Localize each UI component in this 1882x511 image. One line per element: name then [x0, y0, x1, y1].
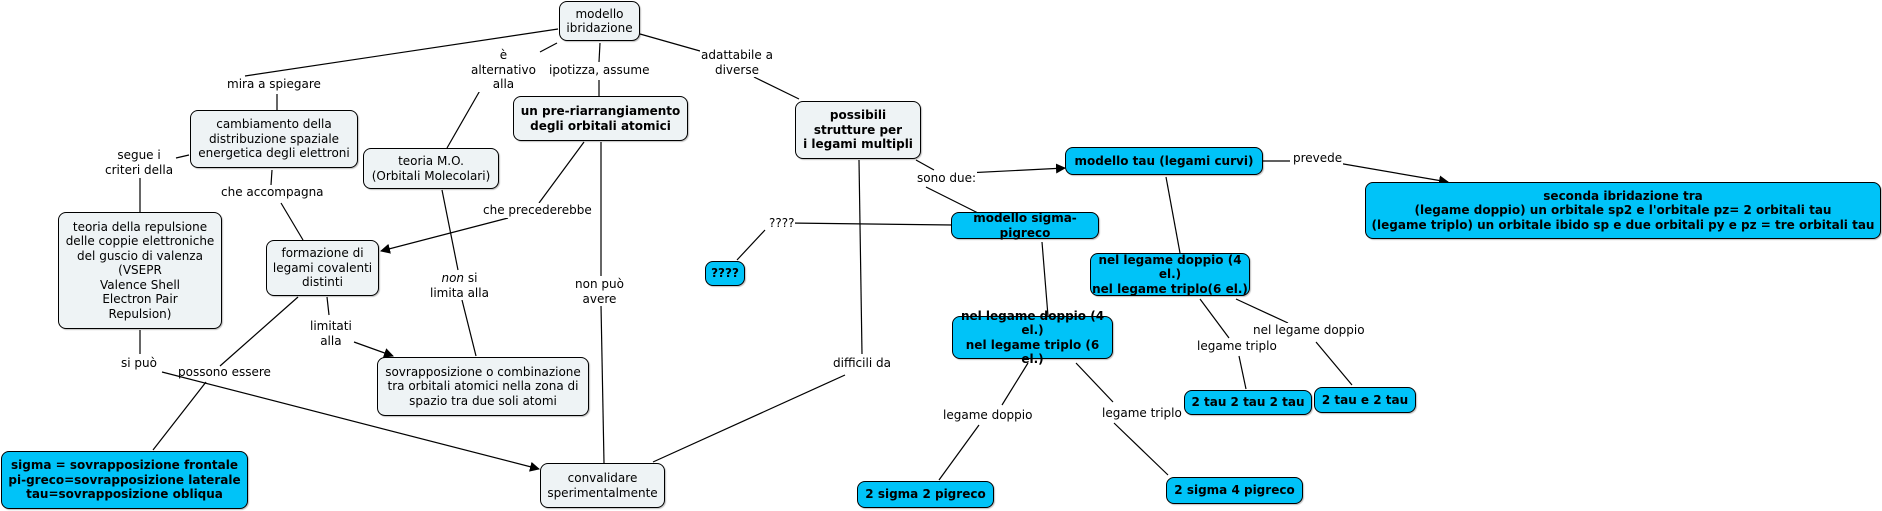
line-sigma-nel	[1041, 241, 1049, 317]
line-cambiamento-segue	[175, 154, 190, 159]
concept-possibili-strutture[interactable]: possibili strutture per i legami multipl…	[795, 101, 921, 159]
link-ipotizza-assume[interactable]: ipotizza, assume	[548, 63, 651, 78]
line-sipuo-convalidare	[161, 371, 540, 472]
link-mira-a-spiegare[interactable]: mira a spiegare	[226, 77, 322, 92]
line-sigma-question	[787, 222, 954, 226]
line-nelsigma-legdoppio	[1001, 362, 1029, 406]
line-ibrid-mira	[244, 28, 559, 77]
link-prevede[interactable]: prevede	[1292, 151, 1344, 166]
link-non-puo-avere[interactable]: non può avere	[574, 277, 625, 306]
concept-formazione-legami[interactable]: formazione di legami covalenti distinti	[266, 240, 379, 296]
concept-sovrapposizione[interactable]: sovrapposizione o combinazione tra orbit…	[377, 357, 589, 416]
line-pre-precederebbe	[538, 141, 585, 204]
concept-modello-tau[interactable]: modello tau (legami curvi)	[1065, 147, 1263, 175]
link-nel-legame-doppio-tau[interactable]: nel legame doppio	[1252, 323, 1366, 338]
link-non-si-limita-alla[interactable]: non si limita alla	[429, 271, 490, 300]
concept-2-sigma-4-pigreco[interactable]: 2 sigma 4 pigreco	[1166, 477, 1303, 504]
concept-2-sigma-2-pigreco[interactable]: 2 sigma 2 pigreco	[857, 481, 994, 508]
link-difficili-da[interactable]: difficili da	[832, 356, 892, 371]
concept-modello-ibridazione[interactable]: modello ibridazione	[559, 1, 640, 41]
line-formazione-possono	[219, 296, 299, 367]
line-prevede-seconda	[1331, 161, 1449, 186]
line-mo-nonsi	[441, 189, 459, 271]
concept-pre-riarrangiamento[interactable]: un pre-riarrangiamento degli orbitali at…	[513, 96, 688, 141]
link-possono-essere[interactable]: possono essere	[178, 365, 271, 379]
link-legame-triplo-tau[interactable]: legame triplo	[1196, 339, 1278, 354]
link-segue-i-criteri-della[interactable]: segue i criteri della	[104, 148, 175, 177]
concept-sigma-pigreco-tau[interactable]: sigma = sovrapposizione frontale pi-grec…	[1, 451, 248, 509]
line-adattabile-possibili	[753, 76, 800, 100]
line-question-unknown	[736, 229, 766, 261]
line-alternativo-mo	[446, 86, 483, 149]
line-neltau-legtriplo	[1199, 298, 1230, 339]
concept-2-tau-e-2-tau[interactable]: 2 tau e 2 tau	[1314, 387, 1416, 413]
line-nonsi-sovr	[461, 299, 477, 357]
concept-convalidare[interactable]: convalidare sperimentalmente	[540, 463, 665, 508]
concept-teoria-mo[interactable]: teoria M.O. (Orbitali Molecolari)	[363, 148, 499, 189]
line-tau-nel	[1165, 176, 1181, 254]
line-nonpuo-convalidare	[600, 304, 605, 464]
line-difficili-convalidare	[652, 374, 846, 463]
concept-modello-sigma-pigreco[interactable]: modello sigma-pigreco	[951, 211, 1099, 240]
link-si-puo[interactable]: si può	[120, 356, 158, 371]
line-ibrid-adattabile	[639, 33, 701, 52]
link-legame-triplo-sigma[interactable]: legame triplo	[1101, 406, 1183, 421]
line-ibrid-alternativo	[539, 42, 558, 53]
concept-nel-legame-sigma[interactable]: nel legame doppio (4 el.) nel legame tri…	[952, 309, 1113, 366]
concept-2-tau-2-tau-2-tau[interactable]: 2 tau 2 tau 2 tau	[1184, 390, 1312, 415]
line-precederebbe-formazione	[380, 217, 509, 254]
link-che-accompagna[interactable]: che accompagna	[220, 185, 325, 200]
line-limitati-sovr	[353, 341, 394, 358]
concept-seconda-ibridazione[interactable]: seconda ibridazione tra (legame doppio) …	[1365, 182, 1881, 239]
link-sono-due[interactable]: sono due:	[916, 171, 978, 186]
line-cambiamento-accompagna	[270, 169, 273, 186]
line-legtriplo-2sigma4	[1113, 422, 1169, 476]
line-possibili-sonodue	[915, 159, 935, 171]
link-e-alternativo-alla[interactable]: è alternativo alla	[470, 48, 537, 92]
concept-nel-legame-tau[interactable]: nel legame doppio (4 el.) nel legame tri…	[1090, 253, 1250, 296]
link-limitati-alla[interactable]: limitati alla	[309, 319, 353, 348]
concept-cambiamento-distribuzione[interactable]: cambiamento della distribuzione spaziale…	[190, 110, 358, 168]
line-neltau-neldoppio	[1235, 298, 1289, 324]
link-che-precederebbe[interactable]: che precederebbe	[482, 203, 593, 218]
link-adattabile-a-diverse[interactable]: adattabile a diverse	[700, 48, 774, 77]
concept-unknown[interactable]: ????	[705, 261, 745, 286]
line-legdoppio-2sigma2	[938, 424, 980, 481]
non-emphasis: non	[441, 271, 465, 285]
line-possono-sigma	[152, 381, 207, 451]
line-sonodue-sigma	[925, 186, 979, 214]
line-possibili-difficili	[858, 159, 863, 355]
line-accompagna-formazione	[280, 202, 304, 241]
line-formazione-limitati	[326, 296, 330, 316]
line-legtriplo-3tau	[1238, 355, 1247, 390]
line-ibrid-ipotizza	[598, 42, 601, 63]
link-question-marks[interactable]: ????	[768, 216, 796, 231]
line-neldoppio-2tau	[1315, 341, 1353, 386]
non-si-limita-rest: si limita alla	[430, 271, 489, 300]
line-nelsigma-legtriplo	[1075, 362, 1114, 403]
concept-vsepr[interactable]: teoria della repulsione delle coppie ele…	[58, 212, 222, 329]
link-legame-doppio-sigma[interactable]: legame doppio	[942, 408, 1034, 423]
